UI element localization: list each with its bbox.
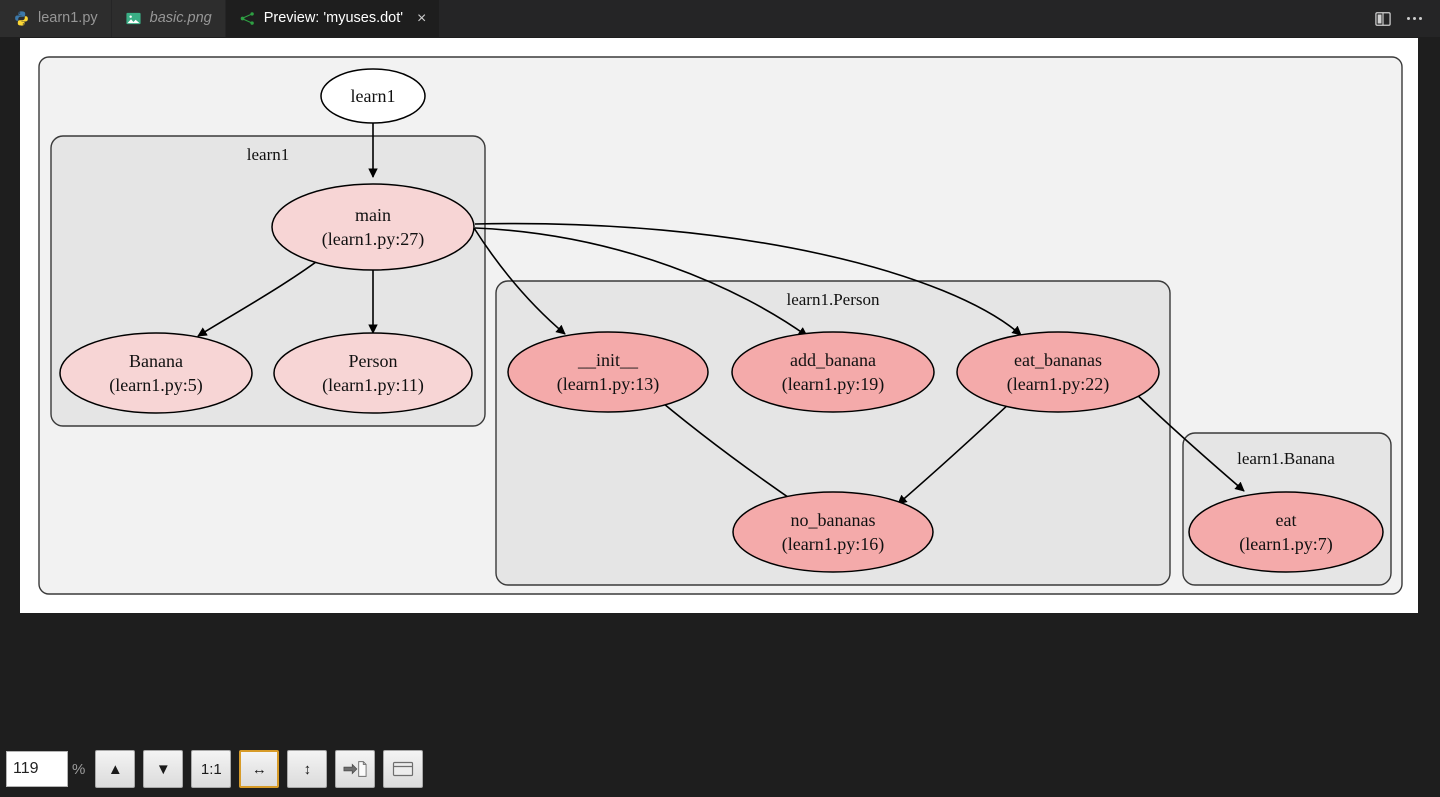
zoom-reset-button[interactable]: 1:1 [191,750,232,788]
edge-main-eat-bananas [474,222,1022,336]
arrows-horizontal-icon: ↔ [251,760,267,778]
image-icon [126,12,141,25]
node-label-line2: (learn1.py:13) [557,374,659,395]
tab-label: Preview: 'myuses.dot' [263,10,404,27]
tab-label: basic.png [149,10,212,27]
node-no-bananas[interactable]: no_bananas (learn1.py:16) [732,491,934,573]
preview-toolbar: % ▲ ▼ 1:1 ↔ ↕ [0,747,431,791]
one-to-one-icon: 1:1 [200,760,222,778]
more-actions-icon[interactable] [1407,17,1422,20]
node-label-line1: eat [1276,510,1297,530]
node-eat[interactable]: eat (learn1.py:7) [1188,491,1384,573]
triangle-up-icon: ▲ [107,760,123,778]
node-label-line1: __init__ [577,350,639,370]
open-window-button[interactable] [383,750,424,788]
editor-tab-bar: learn1.py basic.png Preview: 'myuses.dot… [0,0,1440,37]
node-main[interactable]: main (learn1.py:27) [271,183,475,271]
tab-basic-png[interactable]: basic.png [111,0,226,37]
node-label-line2: (learn1.py:11) [322,375,424,396]
node-label-line2: (learn1.py:16) [782,534,884,555]
cluster-label: learn1.Banana [1237,449,1335,468]
split-editor-icon[interactable] [1373,9,1393,29]
export-to-file-icon [343,761,367,777]
node-init[interactable]: __init__ (learn1.py:13) [507,331,709,413]
node-label-line2: (learn1.py:22) [1007,374,1109,395]
edge-eat-bananas-eat [1129,387,1245,492]
open-in-window-icon [393,761,414,777]
dependency-graph: learn1 learn1.Person learn1.Banana [38,56,1403,595]
cluster-label: learn1.Person [786,290,880,309]
node-label-line1: eat_bananas [1014,350,1102,370]
graphviz-preview-canvas[interactable]: learn1 learn1.Person learn1.Banana [20,38,1418,613]
zoom-level-input[interactable] [6,751,68,787]
export-file-button[interactable] [335,750,376,788]
zoom-out-button[interactable]: ▼ [143,750,184,788]
tab-learn1-py[interactable]: learn1.py [0,0,112,37]
node-label-line1: no_bananas [791,510,876,530]
fit-height-button[interactable]: ↕ [287,750,328,788]
editor-actions [1373,0,1440,37]
python-icon [15,11,28,26]
edge-main-add-banana [474,227,808,337]
node-label-line2: (learn1.py:27) [322,229,424,250]
node-label-line2: (learn1.py:19) [782,374,884,395]
node-label-line2: (learn1.py:7) [1239,534,1332,555]
triangle-down-icon: ▼ [155,760,171,778]
graph-nodes: learn1 main (learn1.py:27) Banana (learn… [59,68,1384,573]
zoom-percent-label: % [72,760,86,778]
node-label-line2: (learn1.py:5) [109,375,202,396]
node-label-line1: add_banana [790,350,876,370]
zoom-in-button[interactable]: ▲ [95,750,136,788]
graphviz-icon [240,12,254,25]
edge-main-init [473,227,566,335]
node-person[interactable]: Person (learn1.py:11) [273,332,473,414]
node-label-line1: learn1 [351,86,396,106]
arrows-vertical-icon: ↕ [303,760,312,778]
node-label-line1: Person [349,351,398,371]
cluster-label: learn1 [247,145,289,164]
node-eat-bananas[interactable]: eat_bananas (learn1.py:22) [956,331,1160,413]
node-label-line1: Banana [129,351,183,371]
tab-preview-myuses-dot[interactable]: Preview: 'myuses.dot' × [225,0,441,37]
node-banana[interactable]: Banana (learn1.py:5) [59,332,253,414]
fit-width-button[interactable]: ↔ [239,750,280,788]
node-learn1[interactable]: learn1 [320,68,426,124]
tab-close-icon[interactable]: × [417,9,427,27]
node-label-line1: main [355,205,391,225]
node-add-banana[interactable]: add_banana (learn1.py:19) [731,331,935,413]
tab-label: learn1.py [38,10,98,27]
